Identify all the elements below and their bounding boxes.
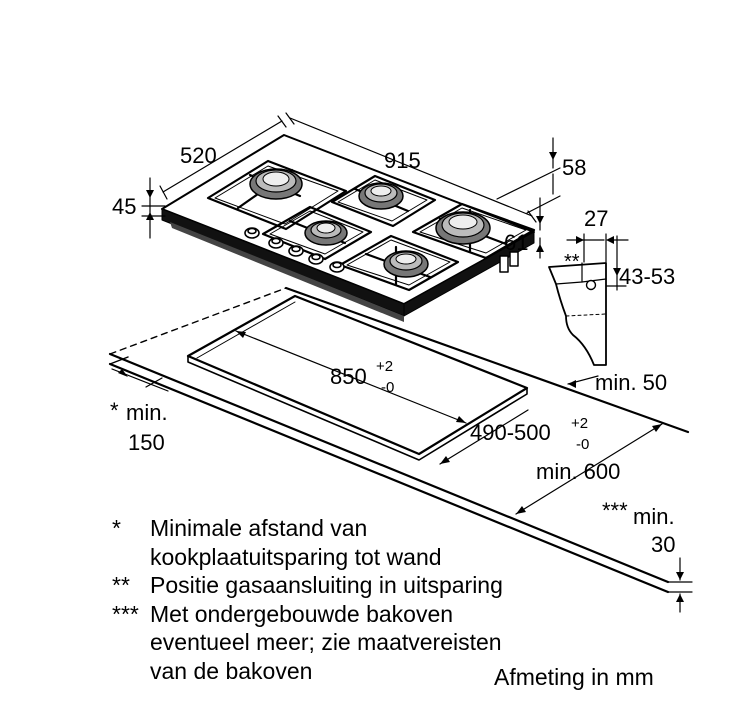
dim-thickness: 45 <box>112 194 136 219</box>
footnote-marker: ** <box>112 572 130 598</box>
dim-rear-offset: 58 <box>562 155 586 180</box>
burner-rear-left <box>249 168 303 200</box>
footnote-text-line: Positie gasaansluiting in uitsparing <box>150 572 503 598</box>
dimension-lines <box>111 112 693 613</box>
dim-cutout-width-tol-minus: -0 <box>381 379 394 396</box>
dim-cutout-width-tol-plus: +2 <box>376 358 393 375</box>
dim-width: 915 <box>384 148 421 173</box>
dim-side-offset: 61 <box>504 230 528 255</box>
footnote-1: * Minimale afstand van kookplaatuitspari… <box>112 514 632 571</box>
footnote-text-line: eventueel meer; zie maatvereisten <box>150 629 502 655</box>
dim-cutout-depth-tol-minus: -0 <box>576 436 589 453</box>
min-below-label: min. <box>633 504 675 529</box>
footnote-text-line: kookplaatuitsparing tot wand <box>150 543 442 570</box>
dim-cutout-depth: 490-500 <box>470 420 551 445</box>
burner-rear-mid <box>358 182 404 210</box>
hob-drawing <box>161 134 536 322</box>
burner-front-right <box>383 250 429 278</box>
footnote-text-line: Minimale afstand van <box>150 515 368 541</box>
min-below-value: 30 <box>651 532 675 557</box>
gas-connection-detail <box>548 262 607 366</box>
dim-gas-height: 43-53 <box>619 264 675 289</box>
footnote-text-line: Met ondergebouwde bakoven <box>150 600 454 627</box>
min-side-label: min. <box>126 400 168 425</box>
dim-min-worktop: min. 600 <box>536 459 620 484</box>
gas-inlet-icon <box>585 279 597 291</box>
worktop <box>108 286 690 594</box>
burner-rear-right <box>435 211 491 245</box>
footnote-text-line: van de bakoven <box>150 657 313 684</box>
footnote-marker: * <box>112 515 121 541</box>
gas-pipe-stub <box>499 251 519 273</box>
dim-depth: 520 <box>180 143 217 168</box>
min-below-marker: *** <box>602 498 628 523</box>
dim-min-rear: min. 50 <box>595 370 667 395</box>
dimension-labels: 520 915 45 58 61 27 ** 43-53 850 +2 -0 4… <box>110 143 675 557</box>
cutout <box>186 294 529 461</box>
footnote-3: *** Met ondergebouwde bakoven eventueel … <box>112 600 632 686</box>
min-side-value: 150 <box>128 430 165 455</box>
min-side-marker: * <box>110 398 119 423</box>
dim-cutout-depth-tol-plus: +2 <box>571 415 588 432</box>
footnote-marker: *** <box>112 600 139 627</box>
footnote-legend: * Minimale afstand van kookplaatuitspari… <box>112 514 632 685</box>
unit-note: Afmeting in mm <box>494 664 654 690</box>
gas-marker: ** <box>564 251 580 273</box>
dim-cutout-width: 850 <box>330 364 367 389</box>
control-knobs <box>244 227 345 273</box>
dim-gas-width: 27 <box>584 206 608 231</box>
burner-front-left <box>304 220 348 246</box>
footnote-2: ** Positie gasaansluiting in uitsparing <box>112 571 632 600</box>
